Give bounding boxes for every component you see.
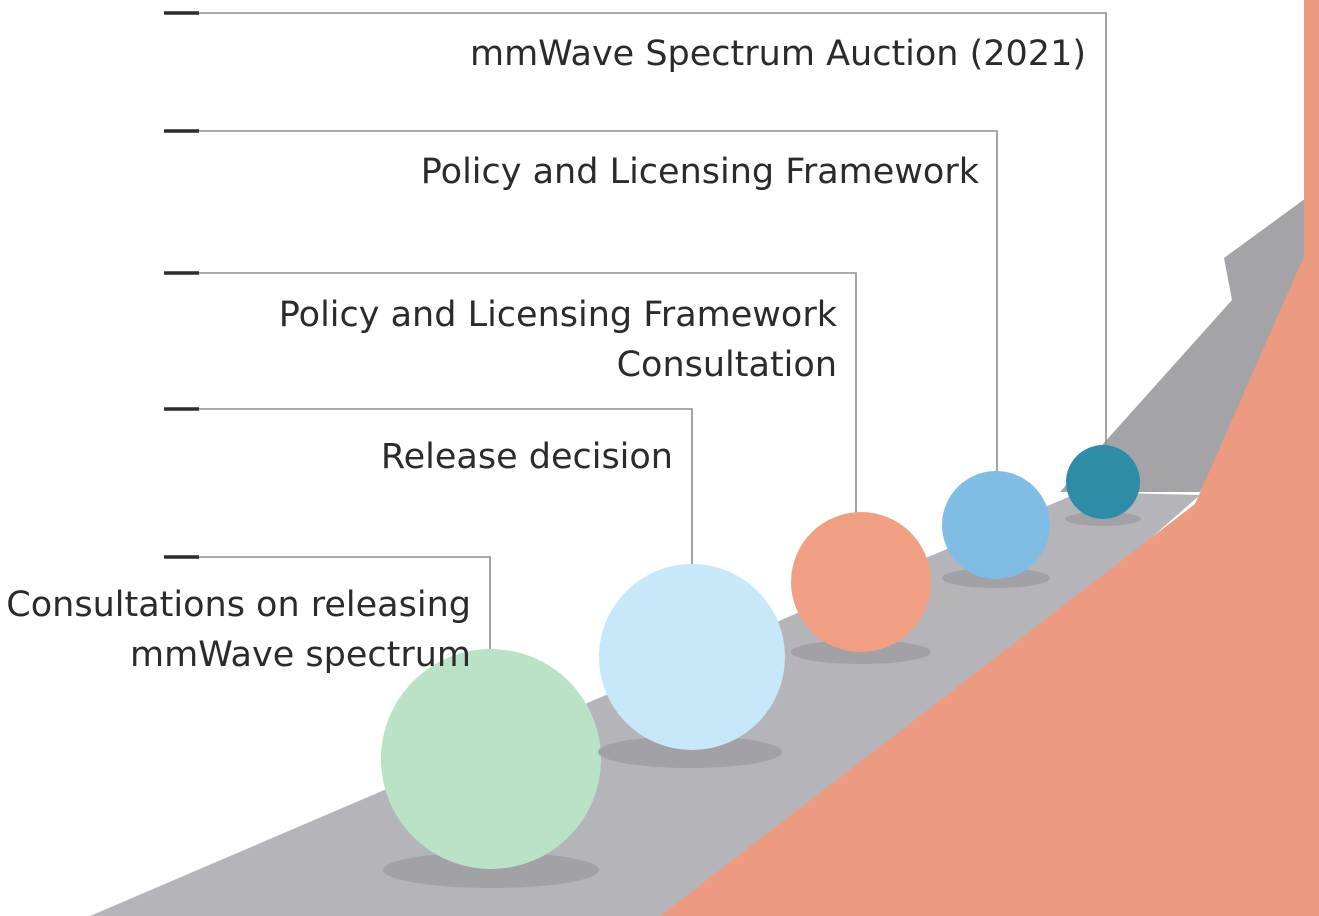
connector-line-4 [166,130,998,472]
connector-line-1 [166,556,491,655]
sphere-shadow-2 [598,736,782,768]
milestone-label-framework-line1: Policy and Licensing Framework [420,152,979,192]
mountain-shape [660,0,1319,916]
milestone-label-auction: mmWave Spectrum Auction (2021) [470,29,1086,79]
milestone-label-consultations-line2: mmWave spectrum [130,635,471,675]
connector-line-2 [166,408,693,572]
milestone-label-consultations-line1: Consultations on releasing [6,585,471,625]
milestone-label-framework: Policy and Licensing Framework [421,147,979,197]
milestone-label-framework-consultation-line2: Consultation [616,345,837,385]
arrow-shape [1060,198,1306,492]
sphere-shadow-1 [383,852,599,888]
milestone-label-consultations: Consultations on releasing mmWave spectr… [6,580,471,680]
milestone-sphere-framework [942,471,1050,579]
milestone-label-framework-consultation: Policy and Licensing Framework Consultat… [279,290,837,390]
milestone-label-framework-consultation-line1: Policy and Licensing Framework [278,295,837,335]
milestone-sphere-consultations [381,649,601,869]
milestone-sphere-release [599,564,785,750]
milestone-sphere-auction [1066,445,1140,519]
milestone-sphere-framework-consultation [791,512,931,652]
connector-line-5 [166,12,1107,446]
connector-line-3 [166,272,857,513]
milestone-label-release-line1: Release decision [380,437,673,477]
milestone-label-auction-line1: mmWave Spectrum Auction (2021) [469,34,1086,74]
milestone-label-release: Release decision [381,432,673,482]
